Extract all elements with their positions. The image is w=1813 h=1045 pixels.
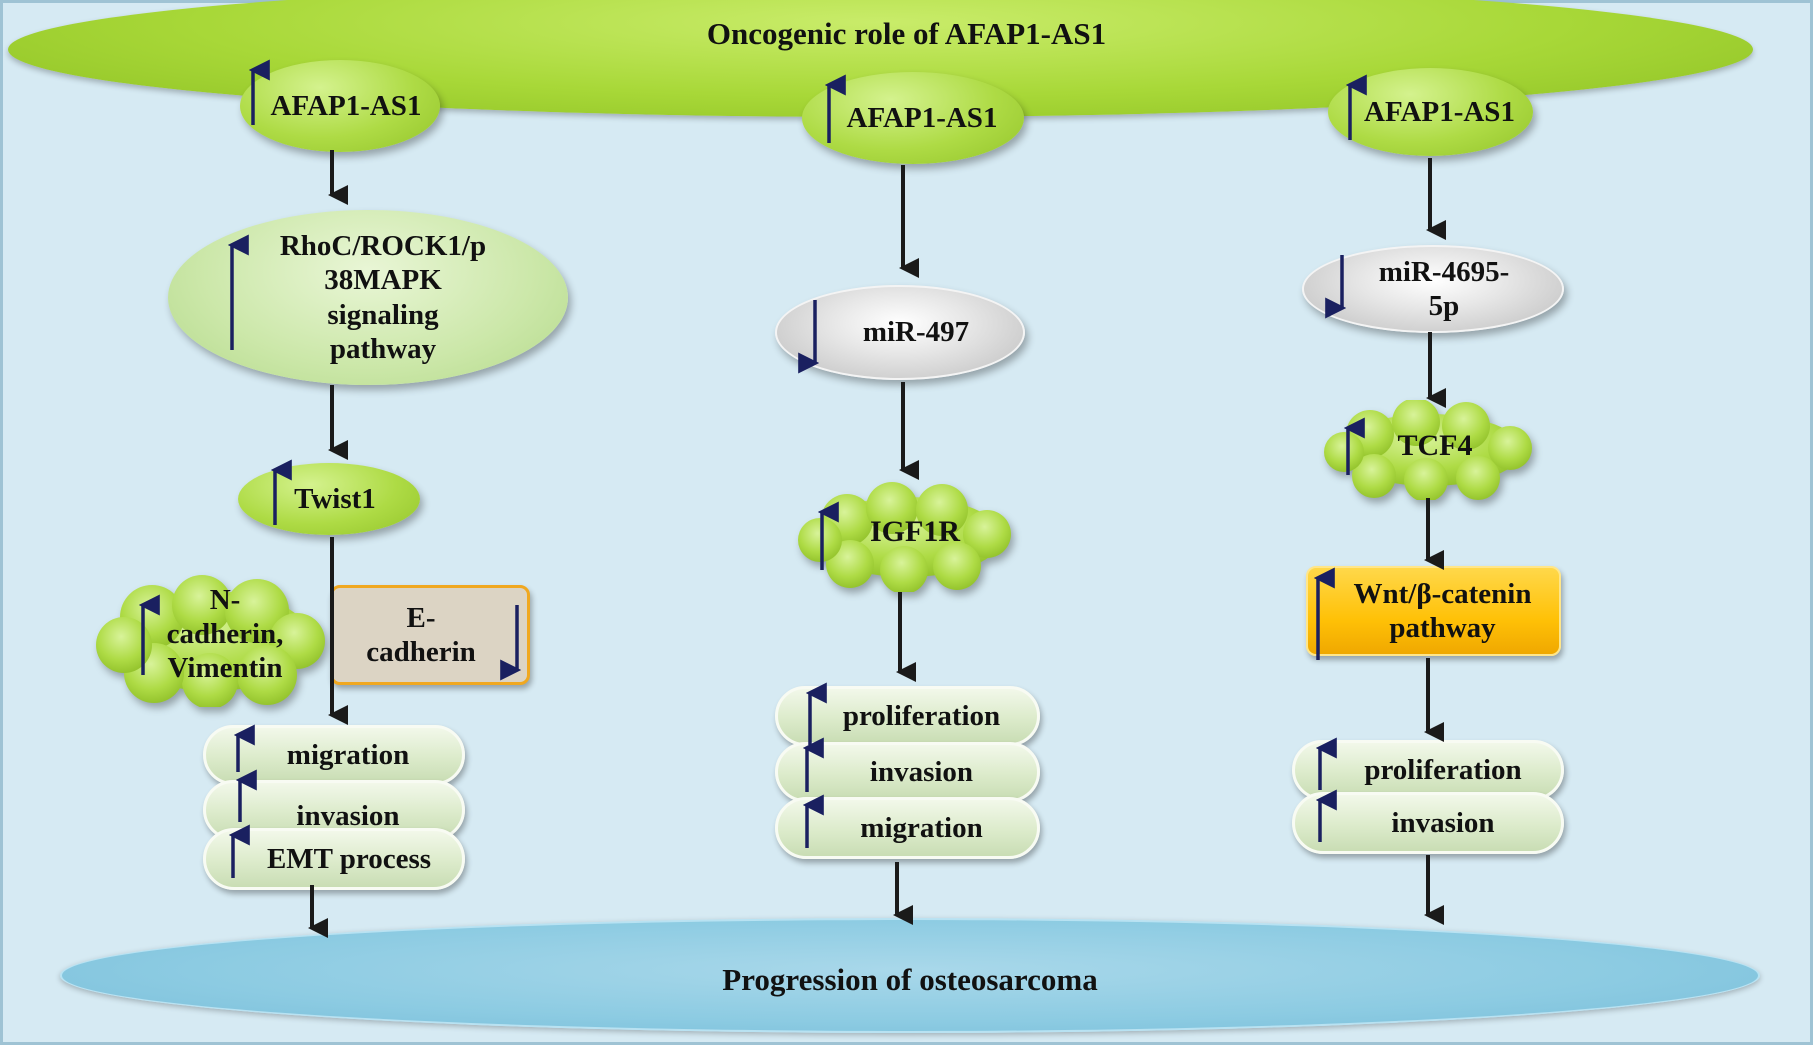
- p2-mirna-label: miR-497: [862, 316, 970, 349]
- p1-ecadherin-label: E- cadherin: [366, 601, 476, 668]
- p3-afap1-as1-node: AFAP1-AS1: [1328, 68, 1533, 156]
- p1-outcome-migration-label: migration: [286, 738, 410, 771]
- p3-wnt-label: Wnt/β-catenin pathway: [1353, 577, 1532, 644]
- p2-flow-arrows: [893, 165, 919, 925]
- regulation-indicators: [138, 59, 1367, 878]
- p1-outcome-emt-label: EMT process: [266, 842, 432, 875]
- p1-ecadherin-box: E- cadherin: [330, 585, 530, 685]
- p2-igf1r-label: IGF1R: [870, 515, 960, 548]
- p1-afap1-as1-label: AFAP1-AS1: [270, 89, 422, 122]
- p2-afap1-as1-label: AFAP1-AS1: [846, 101, 998, 134]
- down-regulation-indicators: [500, 255, 1347, 681]
- p3-mirna-label: miR-4695- 5p: [1378, 255, 1510, 322]
- p1-twist1-node: Twist1: [238, 463, 420, 535]
- p1-outcome-emt: EMT process: [203, 828, 465, 890]
- p3-mirna-node: miR-4695- 5p: [1302, 245, 1564, 333]
- p1-outcome-invasion-label: invasion: [296, 799, 400, 832]
- p1-afap1-as1-node: AFAP1-AS1: [240, 60, 440, 152]
- outcome-banner: [60, 918, 1760, 1033]
- p3-tcf4-label: TCF4: [1397, 429, 1473, 462]
- p3-outcome-proliferation-label: proliferation: [1364, 753, 1522, 786]
- p3-outcome-invasion-label: invasion: [1391, 806, 1495, 839]
- outcome-label: Progression of osteosarcoma: [722, 962, 1098, 997]
- p3-outcome-proliferation: proliferation: [1292, 740, 1564, 800]
- p3-afap1-as1-label: AFAP1-AS1: [1364, 95, 1515, 128]
- p1-signaling-label: RhoC/ROCK1/p 38MAPK signaling pathway: [279, 230, 487, 365]
- p1-twist1-label: Twist1: [294, 482, 376, 515]
- p2-outcome-migration: migration: [775, 797, 1040, 859]
- p2-outcome-migration-label: migration: [860, 811, 983, 844]
- p1-ncadherin-label: N- cadherin, Vimentin: [166, 584, 284, 685]
- p3-flow-arrows: [1424, 158, 1446, 925]
- p1-flow-arrows: [308, 150, 348, 938]
- p3-outcome-invasion: invasion: [1292, 792, 1564, 854]
- diagram-title: Oncogenic role of AFAP1-AS1: [706, 16, 1107, 51]
- p2-outcome-invasion: invasion: [775, 742, 1040, 802]
- p3-tcf4-cloud: [1324, 400, 1532, 500]
- p1-ncadherin-cloud: [96, 575, 325, 707]
- p2-outcome-proliferation-label: proliferation: [842, 699, 1001, 732]
- p2-outcome-invasion-label: invasion: [869, 755, 974, 788]
